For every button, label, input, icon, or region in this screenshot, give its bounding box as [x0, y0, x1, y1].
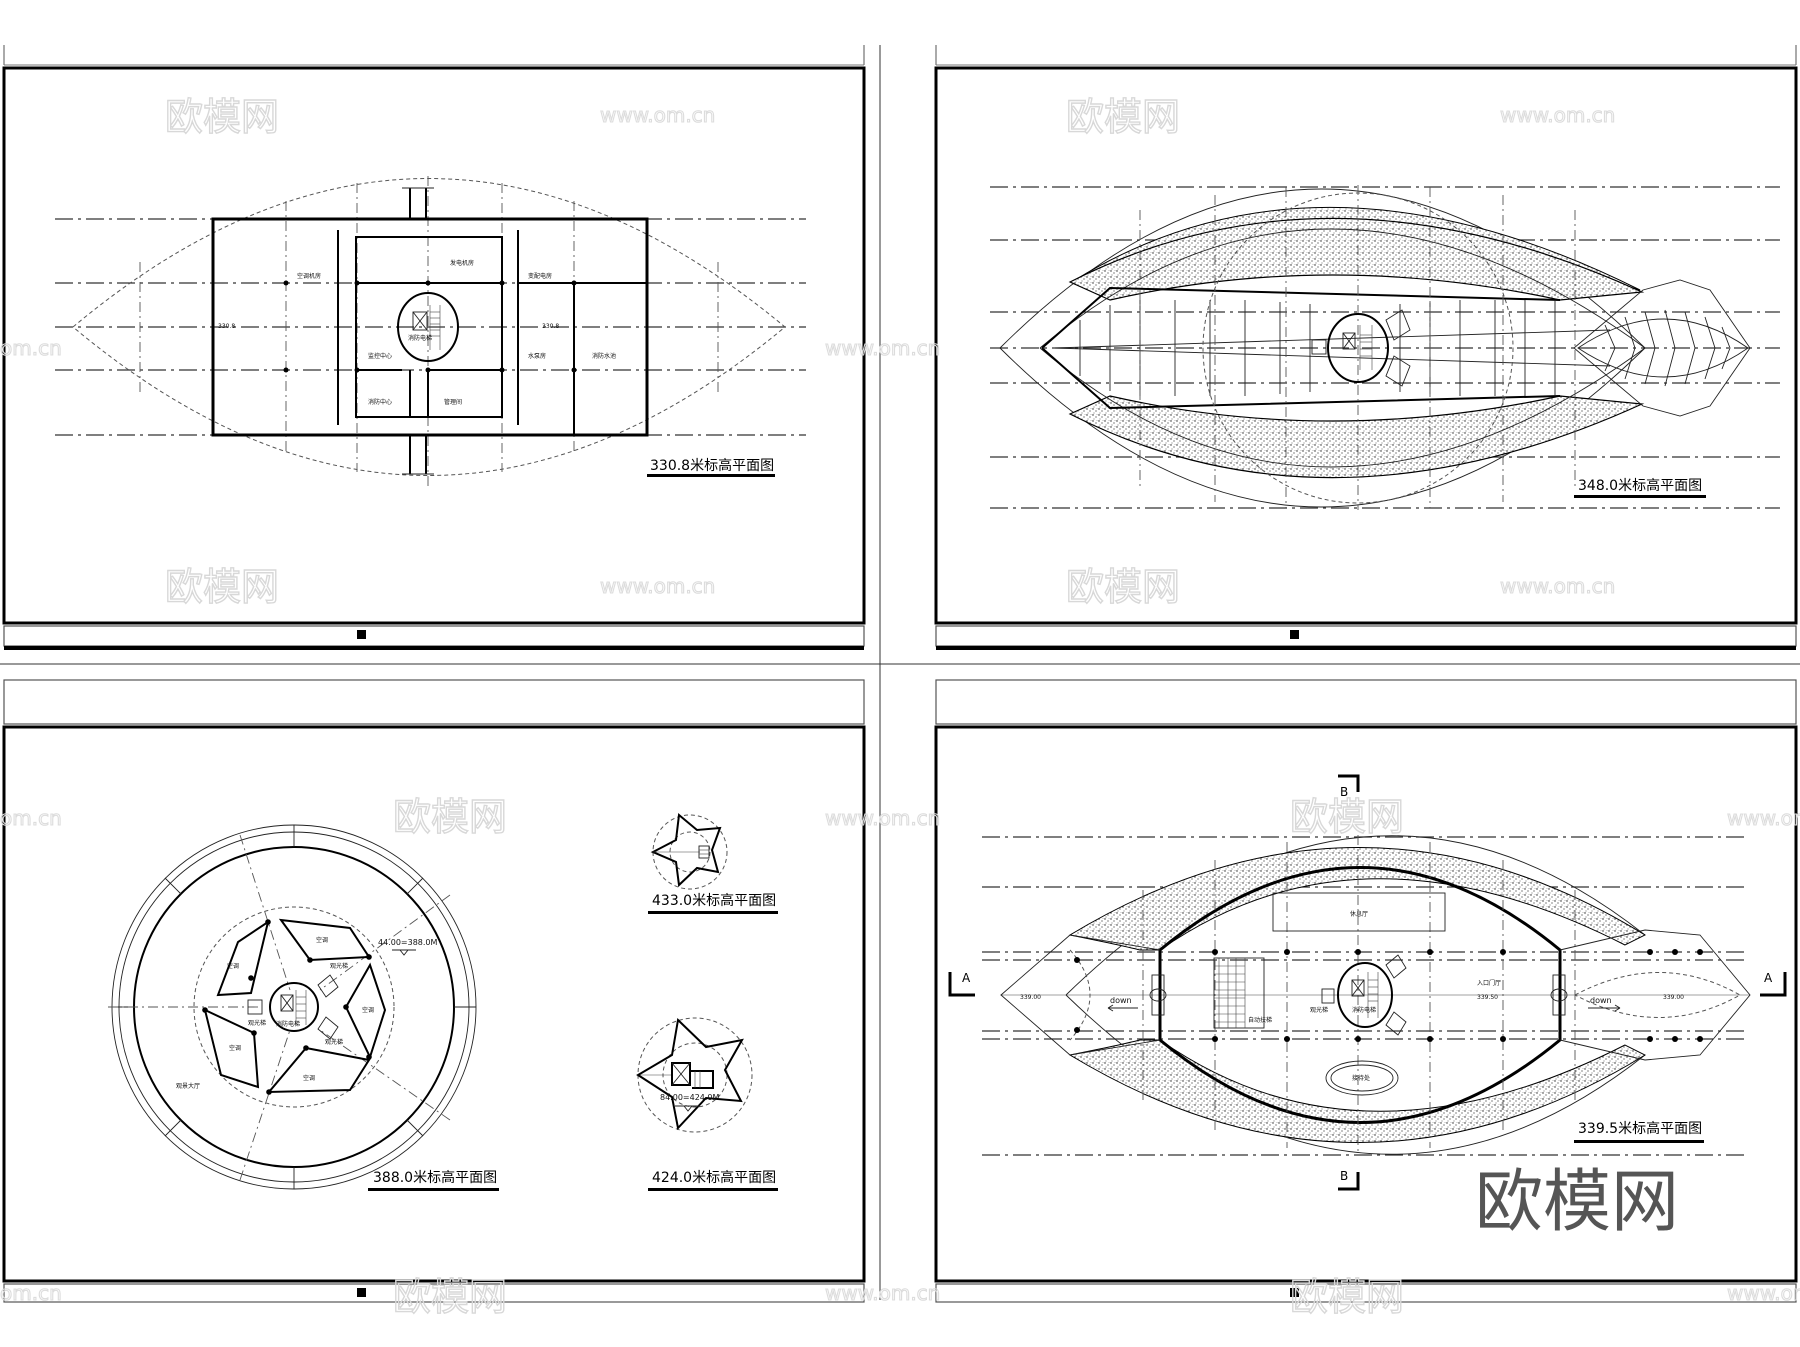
- svg-text:消防电梯: 消防电梯: [1352, 1006, 1376, 1014]
- svg-text:水泵房: 水泵房: [528, 352, 546, 360]
- plan-424-0: 84.00=424.0M 424.0米标高平面图: [636, 1017, 778, 1191]
- svg-text:观光梯: 观光梯: [1310, 1006, 1328, 1014]
- watermark-url: www.om.cn: [600, 574, 715, 598]
- plan-348-0: 348.0米标高平面图: [990, 185, 1780, 510]
- watermark-brand: 欧模网: [393, 795, 507, 839]
- svg-text:休息厅: 休息厅: [1350, 910, 1368, 918]
- svg-text:接待处: 接待处: [1352, 1074, 1370, 1082]
- watermark-brand: 欧模网: [165, 565, 279, 609]
- svg-text:330.8: 330.8: [542, 323, 559, 330]
- plan-388-0: 空调 空调 空调 空调 空调 观光梯 观光梯 观光梯 消防电梯 观景大厅 44.…: [108, 824, 499, 1191]
- watermarks: 欧模网 www.om.cn 欧模网 www.om.cn 欧模网 www.om.c…: [0, 94, 1800, 1319]
- sheet-frames: [0, 45, 1800, 1303]
- plan-330-8: 空调机房 发电机房 变配电房 消防电梯 监控中心 消防中心 管理间 水泵房 消防…: [55, 176, 806, 488]
- svg-text:消防水池: 消防水池: [592, 352, 616, 360]
- svg-text:down: down: [1590, 996, 1612, 1005]
- plan-title: 348.0米标高平面图: [1578, 477, 1702, 494]
- plan-title: 424.0米标高平面图: [652, 1169, 776, 1186]
- svg-text:自动扶梯: 自动扶梯: [1248, 1016, 1272, 1024]
- footer-markers: [357, 630, 1299, 1297]
- watermark-url: www.om.cn: [1500, 103, 1615, 127]
- watermark-url: om.cn: [0, 336, 62, 360]
- svg-text:339.50: 339.50: [1477, 994, 1498, 1001]
- svg-text:339.00: 339.00: [1020, 994, 1041, 1001]
- watermark-url: www.om.cn: [825, 1281, 940, 1305]
- svg-text:330.8: 330.8: [218, 323, 235, 330]
- svg-text:管理间: 管理间: [444, 398, 462, 406]
- svg-text:44.00=388.0M: 44.00=388.0M: [378, 938, 438, 947]
- watermark-url: om.cn: [0, 1281, 62, 1305]
- svg-text:消防电梯: 消防电梯: [408, 334, 432, 342]
- svg-text:空调: 空调: [227, 962, 239, 970]
- watermark-brand: 欧模网: [393, 1275, 507, 1319]
- svg-text:空调: 空调: [229, 1044, 241, 1052]
- svg-text:339.00: 339.00: [1663, 994, 1684, 1001]
- plan-title: 330.8米标高平面图: [650, 457, 774, 474]
- svg-text:空调: 空调: [362, 1006, 374, 1014]
- svg-text:监控中心: 监控中心: [368, 352, 392, 360]
- svg-text:空调: 空调: [316, 936, 328, 944]
- svg-text:消防中心: 消防中心: [368, 398, 392, 406]
- svg-text:down: down: [1110, 996, 1132, 1005]
- watermark-url: www.om.cn: [1727, 1281, 1800, 1305]
- plan-title: 433.0米标高平面图: [652, 892, 776, 909]
- watermark-url: www.om.cn: [825, 336, 940, 360]
- svg-text:发电机房: 发电机房: [450, 259, 474, 267]
- watermark-brand: 欧模网: [1290, 1275, 1404, 1319]
- watermark-brand: 欧模网: [1066, 565, 1180, 609]
- svg-text:观光梯: 观光梯: [325, 1038, 343, 1046]
- plan-title: 388.0米标高平面图: [373, 1169, 497, 1186]
- svg-text:消防电梯: 消防电梯: [276, 1020, 300, 1028]
- watermark-brand: 欧模网: [165, 95, 279, 139]
- svg-text:观光梯: 观光梯: [248, 1019, 266, 1027]
- svg-text:观光梯: 观光梯: [330, 962, 348, 970]
- svg-text:空调: 空调: [303, 1074, 315, 1082]
- watermark-brand: 欧模网: [1066, 95, 1180, 139]
- svg-text:空调机房: 空调机房: [297, 272, 321, 280]
- footer-marker-icon: [357, 1288, 366, 1297]
- plan-339-5: A A B B down down 339.00 339.50 339.00 入…: [948, 774, 1787, 1242]
- svg-text:观景大厅: 观景大厅: [176, 1082, 200, 1090]
- svg-text:入口门厅: 入口门厅: [1477, 979, 1501, 987]
- footer-marker-icon: [357, 630, 366, 639]
- watermark-brand: 欧模网: [1290, 795, 1404, 839]
- watermark-brand-large: 欧模网: [1475, 1163, 1679, 1242]
- svg-text:84.00=424.0M: 84.00=424.0M: [660, 1093, 720, 1102]
- section-mark-b: B: [1340, 1169, 1348, 1183]
- section-mark-a: A: [1764, 971, 1773, 985]
- watermark-url: www.om.cn: [825, 806, 940, 830]
- watermark-url: www.om.cn: [1500, 574, 1615, 598]
- watermark-url: www.om.cn: [1727, 806, 1800, 830]
- section-mark-b: B: [1340, 785, 1348, 799]
- watermark-url: www.om.cn: [600, 103, 715, 127]
- watermark-url: om.cn: [0, 806, 62, 830]
- svg-text:变配电房: 变配电房: [528, 272, 552, 280]
- plan-title: 339.5米标高平面图: [1578, 1120, 1702, 1137]
- footer-marker-icon: [1290, 1288, 1299, 1297]
- footer-marker-icon: [1290, 630, 1299, 639]
- section-mark-a: A: [962, 971, 971, 985]
- plan-433-0: 433.0米标高平面图: [648, 813, 778, 914]
